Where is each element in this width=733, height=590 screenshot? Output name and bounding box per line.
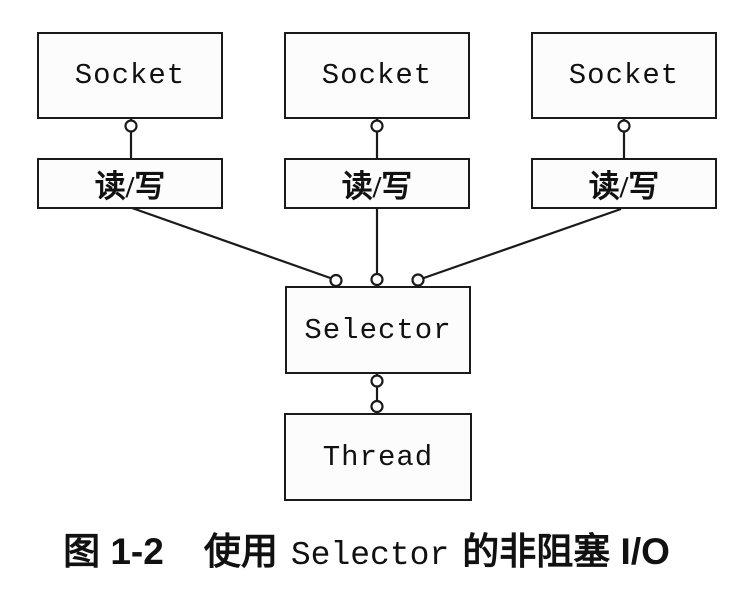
thread-box: Thread bbox=[284, 413, 472, 501]
selector-box: Selector bbox=[285, 286, 471, 374]
read-write-label: 读/写 bbox=[94, 169, 166, 204]
socket-box-2: Socket bbox=[284, 32, 470, 119]
socket-label: Socket bbox=[568, 59, 680, 92]
read-write-label: 读/写 bbox=[341, 169, 413, 204]
link-rw1-selector bbox=[131, 206, 337, 282]
endpoint-circle bbox=[411, 273, 425, 287]
caption-text-before-code: 使用 bbox=[203, 531, 278, 572]
read-write-label: 读/写 bbox=[588, 169, 660, 204]
endpoint-circle bbox=[370, 119, 384, 133]
read-write-box-1: 读/写 bbox=[37, 158, 223, 209]
endpoint-circle bbox=[124, 119, 138, 133]
read-write-box-3: 读/写 bbox=[531, 158, 717, 209]
socket-box-1: Socket bbox=[37, 32, 223, 119]
selector-label: Selector bbox=[304, 313, 452, 347]
figure-caption: 图 1-2 使用 Selector 的非阻塞 I/O bbox=[0, 521, 733, 575]
caption-code: Selector bbox=[290, 537, 450, 574]
endpoint-circle bbox=[617, 119, 631, 133]
socket-label: Socket bbox=[321, 59, 433, 92]
endpoint-circle bbox=[370, 272, 384, 287]
socket-box-3: Socket bbox=[531, 32, 717, 119]
thread-label: Thread bbox=[322, 440, 434, 474]
endpoint-circle bbox=[329, 273, 343, 288]
caption-text-after-code: 的非阻塞 I/O bbox=[462, 531, 670, 572]
endpoint-circle bbox=[370, 399, 384, 414]
figure-number: 图 1-2 bbox=[63, 531, 164, 572]
socket-label: Socket bbox=[74, 59, 186, 92]
link-rw3-selector bbox=[417, 207, 622, 282]
endpoint-circle bbox=[370, 374, 384, 388]
read-write-box-2: 读/写 bbox=[284, 158, 470, 209]
